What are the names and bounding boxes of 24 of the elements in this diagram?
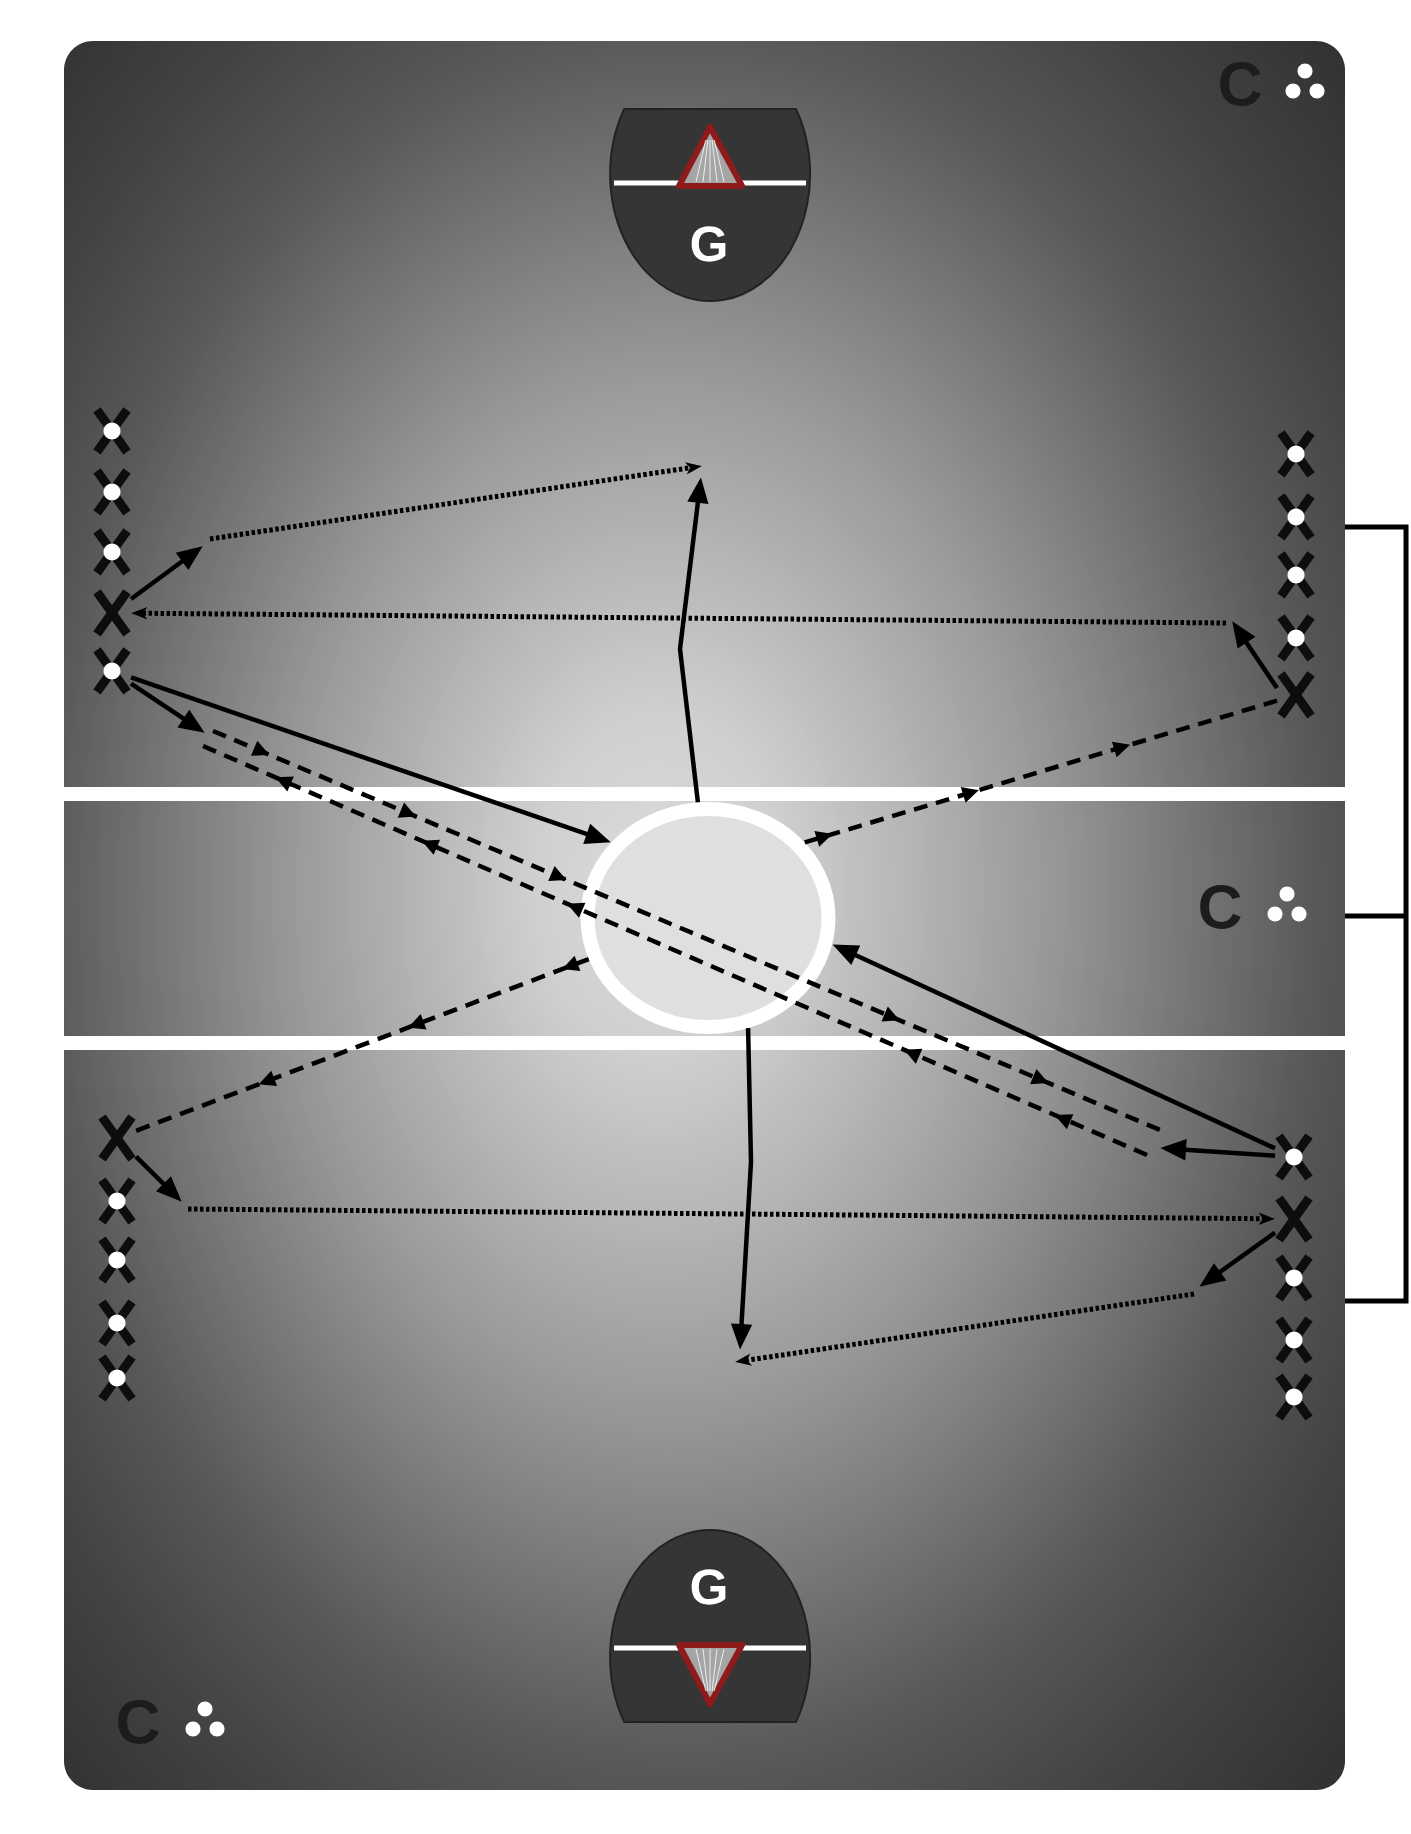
player-cross [1274,1371,1314,1423]
position-letter: C [1200,885,1241,929]
player-cross [92,645,132,697]
player-cross [1276,669,1316,721]
player-cross [1276,549,1316,601]
player-cross [92,466,132,518]
player-cross [1274,1193,1314,1245]
player-cross [92,526,132,578]
player-cross [97,1112,137,1164]
goal-crease: G [609,108,812,302]
player-cross [97,1234,137,1286]
player-cross [1274,1314,1314,1366]
player-cross [1276,428,1316,480]
player-cross [97,1297,137,1349]
player-cross [92,587,132,639]
faceoff-circle [580,802,836,1034]
player-cross [1276,612,1316,664]
player-cross [1276,491,1316,543]
player-cross [92,405,132,457]
player-cross [1274,1131,1314,1183]
player-cross [97,1352,137,1404]
goal-crease: G [609,1528,812,1723]
player-cross [1274,1252,1314,1304]
player-cross [97,1175,137,1227]
